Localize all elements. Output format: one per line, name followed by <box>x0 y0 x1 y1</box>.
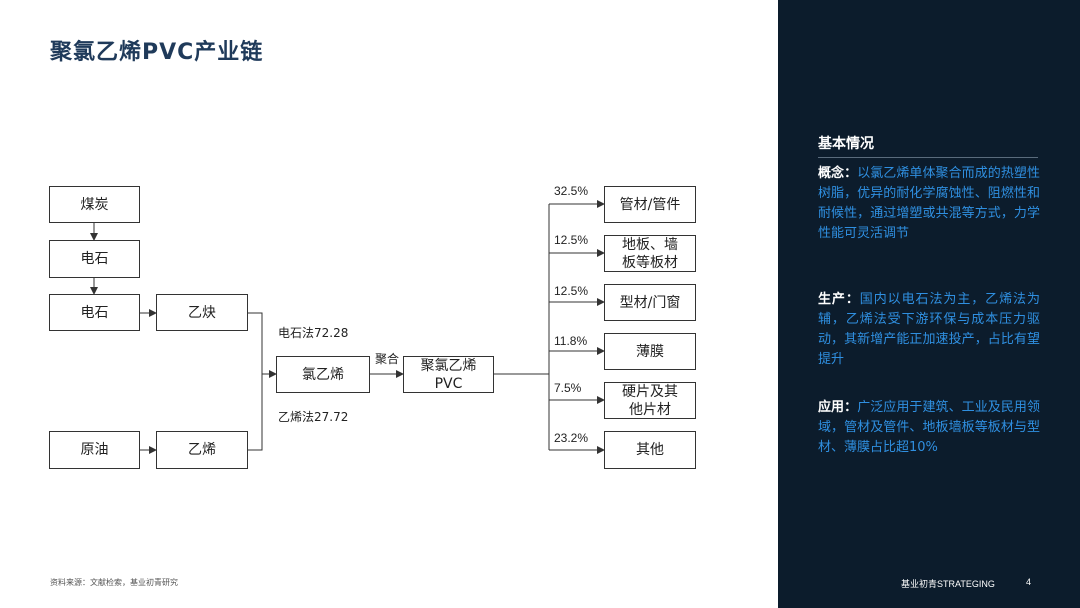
node-coal: 煤炭 <box>49 186 140 223</box>
node-profiles: 型材/门窗 <box>604 284 696 321</box>
node-film: 薄膜 <box>604 333 696 370</box>
concept-paragraph: 概念：以氯乙烯单体聚合而成的热塑性树脂，优异的耐化学腐蚀性、阻燃性和耐候性，通过… <box>818 164 1040 244</box>
label-ethylene-method: 乙烯法27.72 <box>278 410 349 424</box>
share-profiles: 12.5% <box>554 284 589 298</box>
source-note: 资料来源：文献检索，基业初青研究 <box>50 578 178 587</box>
production-paragraph: 生产：国内以电石法为主，乙烯法为辅，乙烯法受下游环保与成本压力驱动，其新增产能正… <box>818 290 1040 370</box>
node-acetylene: 乙炔 <box>156 294 248 331</box>
share-pipes: 32.5% <box>554 184 589 198</box>
node-crude-oil: 原油 <box>49 431 140 469</box>
info-panel: 基本情况 概念：以氯乙烯单体聚合而成的热塑性树脂，优异的耐化学腐蚀性、阻燃性和耐… <box>778 0 1080 608</box>
page-number: 4 <box>1026 577 1032 587</box>
share-other: 23.2% <box>554 431 589 445</box>
application-paragraph: 应用：广泛应用于建筑、工业及民用领域，管材及管件、地板墙板等板材与型材、薄膜占比… <box>818 398 1040 458</box>
share-film: 11.8% <box>554 334 588 348</box>
label-carbide-method: 电石法72.28 <box>278 326 349 340</box>
node-carbide: 电石 <box>49 294 140 331</box>
production-text: 国内以电石法为主，乙烯法为辅，乙烯法受下游环保与成本压力驱动，其新增产能正加速投… <box>818 292 1040 367</box>
node-vinyl-chloride: 氯乙烯 <box>276 356 370 393</box>
node-pvc: 聚氯乙烯 PVC <box>403 356 494 393</box>
concept-text: 以氯乙烯单体聚合而成的热塑性树脂，优异的耐化学腐蚀性、阻燃性和耐候性，通过增塑或… <box>818 166 1040 241</box>
node-pipes: 管材/管件 <box>604 186 696 223</box>
label-polymerize: 聚合 <box>375 352 400 366</box>
panel-divider <box>818 157 1038 158</box>
panel-title: 基本情况 <box>818 136 874 152</box>
share-sheet: 7.5% <box>554 381 582 395</box>
flow-connectors <box>90 200 605 454</box>
slide-title: 聚氯乙烯PVC产业链 <box>50 40 264 65</box>
node-carbide-source: 电石 <box>49 240 140 278</box>
node-floor-wall-boards: 地板、墙 板等板材 <box>604 235 696 272</box>
share-floor: 12.5% <box>554 233 589 247</box>
brand-mark: 基业初青STRATEGING <box>901 579 995 589</box>
node-rigid-sheet: 硬片及其 他片材 <box>604 382 696 419</box>
concept-term: 概念： <box>818 166 858 181</box>
production-term: 生产： <box>818 292 860 307</box>
application-text: 广泛应用于建筑、工业及民用领域，管材及管件、地板墙板等板材与型材、薄膜占比超10… <box>818 400 1040 455</box>
node-other: 其他 <box>604 431 696 469</box>
node-ethylene: 乙烯 <box>156 431 248 469</box>
slide-main: 聚氯乙烯PVC产业链 <box>49 40 696 587</box>
application-term: 应用： <box>818 400 858 415</box>
